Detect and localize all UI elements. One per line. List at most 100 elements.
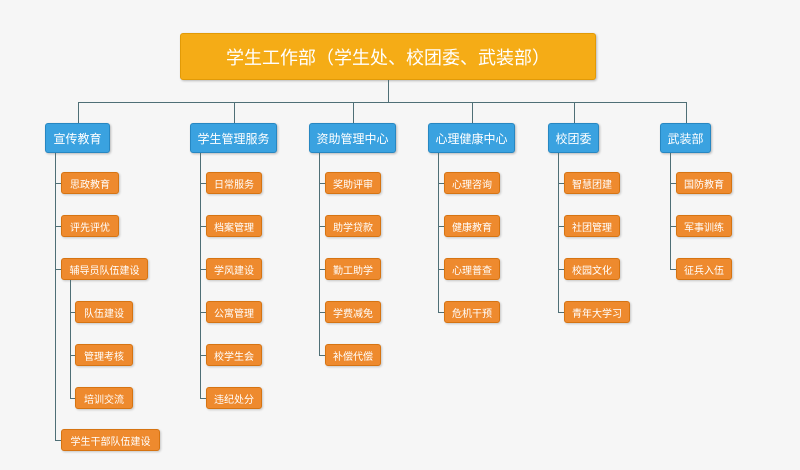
item-publicity-1: 评先评优	[61, 215, 119, 237]
item-youth-league-3: 青年大学习	[564, 301, 630, 323]
department-student-management: 学生管理服务	[190, 123, 277, 153]
item-student-management-0-label: 日常服务	[214, 179, 254, 191]
item-mental-health-1: 健康教育	[444, 215, 500, 237]
department-mental-health: 心理健康中心	[428, 123, 515, 153]
department-publicity: 宣传教育	[45, 123, 110, 153]
department-drop-student-management	[234, 102, 235, 123]
item-spine-mental-health	[438, 153, 439, 312]
item-student-management-1: 档案管理	[206, 215, 262, 237]
item-student-management-4: 校学生会	[206, 344, 262, 366]
department-publicity-label: 宣传教育	[53, 131, 102, 146]
subitem-connector-1	[70, 355, 75, 356]
subitem-2: 培训交流	[75, 387, 133, 409]
item-connector-student-management-5	[200, 398, 206, 399]
item-mental-health-2: 心理普查	[444, 258, 500, 280]
subitem-1-label: 管理考核	[84, 351, 124, 363]
item-connector-publicity-3	[55, 440, 61, 441]
item-spine-student-management	[200, 153, 201, 398]
item-connector-mental-health-0	[438, 183, 444, 184]
item-publicity-1-label: 评先评优	[70, 222, 110, 234]
item-armed-forces-0-label: 国防教育	[684, 179, 724, 191]
item-connector-student-management-0	[200, 183, 206, 184]
item-connector-aid-center-2	[319, 269, 325, 270]
item-mental-health-2-label: 心理普查	[452, 265, 492, 277]
item-aid-center-2: 勤工助学	[325, 258, 381, 280]
item-youth-league-1: 社团管理	[564, 215, 620, 237]
item-armed-forces-2: 征兵入伍	[676, 258, 732, 280]
item-connector-mental-health-1	[438, 226, 444, 227]
item-student-management-2: 学风建设	[206, 258, 262, 280]
item-student-management-1-label: 档案管理	[214, 222, 254, 234]
item-connector-mental-health-2	[438, 269, 444, 270]
item-armed-forces-1: 军事训练	[676, 215, 732, 237]
item-connector-armed-forces-0	[670, 183, 676, 184]
item-youth-league-2-label: 校园文化	[572, 265, 612, 277]
item-connector-aid-center-4	[319, 355, 325, 356]
item-aid-center-1: 助学贷款	[325, 215, 381, 237]
department-mental-health-label: 心理健康中心	[435, 131, 508, 146]
item-connector-student-management-2	[200, 269, 206, 270]
department-aid-center-label: 资助管理中心	[316, 131, 389, 146]
item-connector-youth-league-0	[558, 183, 564, 184]
item-connector-aid-center-1	[319, 226, 325, 227]
subitem-1: 管理考核	[75, 344, 133, 366]
item-armed-forces-0: 国防教育	[676, 172, 732, 194]
department-bus	[77, 102, 687, 103]
root-connector	[388, 80, 389, 102]
item-spine-armed-forces	[670, 153, 671, 269]
item-student-management-3: 公寓管理	[206, 301, 262, 323]
item-connector-aid-center-3	[319, 312, 325, 313]
item-connector-student-management-3	[200, 312, 206, 313]
subitem-connector-2	[70, 398, 75, 399]
item-publicity-3: 学生干部队伍建设	[61, 429, 160, 451]
item-youth-league-1-label: 社团管理	[572, 222, 612, 234]
item-connector-publicity-2	[55, 269, 61, 270]
item-spine-publicity	[55, 153, 56, 440]
item-student-management-0: 日常服务	[206, 172, 262, 194]
item-mental-health-3: 危机干预	[444, 301, 500, 323]
item-student-management-2-label: 学风建设	[214, 265, 254, 277]
department-drop-publicity	[78, 102, 79, 123]
item-connector-aid-center-0	[319, 183, 325, 184]
department-armed-forces: 武装部	[660, 123, 711, 153]
department-drop-aid-center	[353, 102, 354, 123]
item-aid-center-3: 学费减免	[325, 301, 381, 323]
item-publicity-2: 辅导员队伍建设	[61, 258, 148, 280]
item-connector-publicity-1	[55, 226, 61, 227]
item-student-management-4-label: 校学生会	[214, 351, 254, 363]
item-connector-mental-health-3	[438, 312, 444, 313]
subitem-connector-0	[70, 312, 75, 313]
subitem-0: 队伍建设	[75, 301, 133, 323]
item-youth-league-0: 智慧团建	[564, 172, 620, 194]
subitem-spine	[70, 280, 71, 398]
item-connector-publicity-0	[55, 183, 61, 184]
item-aid-center-2-label: 勤工助学	[333, 265, 373, 277]
item-connector-youth-league-2	[558, 269, 564, 270]
item-publicity-0-label: 思政教育	[70, 179, 110, 191]
subitem-2-label: 培训交流	[84, 394, 124, 406]
item-aid-center-4-label: 补偿代偿	[333, 351, 373, 363]
item-connector-youth-league-3	[558, 312, 564, 313]
item-connector-youth-league-1	[558, 226, 564, 227]
item-connector-armed-forces-1	[670, 226, 676, 227]
department-drop-youth-league	[574, 102, 575, 123]
item-aid-center-4: 补偿代偿	[325, 344, 381, 366]
item-armed-forces-1-label: 军事训练	[684, 222, 724, 234]
item-spine-youth-league	[558, 153, 559, 312]
item-aid-center-3-label: 学费减免	[333, 308, 373, 320]
item-mental-health-0-label: 心理咨询	[452, 179, 492, 191]
item-connector-student-management-1	[200, 226, 206, 227]
item-publicity-0: 思政教育	[61, 172, 119, 194]
department-drop-armed-forces	[686, 102, 687, 123]
item-student-management-3-label: 公寓管理	[214, 308, 254, 320]
subitem-0-label: 队伍建设	[84, 308, 124, 320]
item-mental-health-0: 心理咨询	[444, 172, 500, 194]
department-aid-center: 资助管理中心	[309, 123, 396, 153]
item-mental-health-3-label: 危机干预	[452, 308, 492, 320]
root-label: 学生工作部（学生处、校团委、武装部）	[226, 47, 550, 69]
item-youth-league-2: 校园文化	[564, 258, 620, 280]
item-mental-health-1-label: 健康教育	[452, 222, 492, 234]
item-connector-armed-forces-2	[670, 269, 676, 270]
item-youth-league-0-label: 智慧团建	[572, 179, 612, 191]
